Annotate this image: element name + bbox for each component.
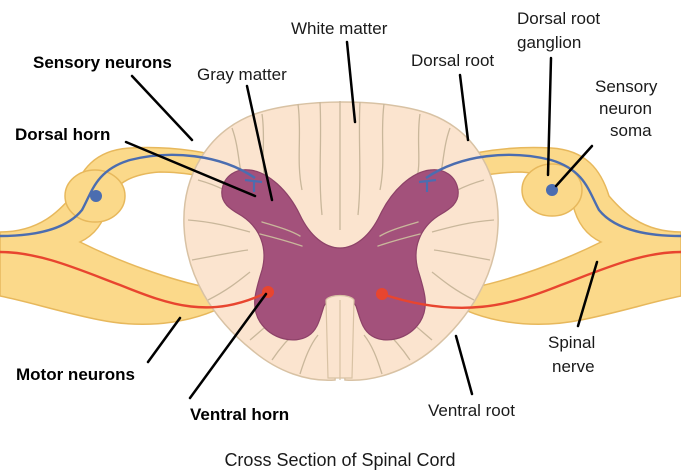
leader-dorsal-horn <box>124 140 257 198</box>
leader-sensory-neurons <box>130 74 194 142</box>
label-dorsal-root-ganglion-2: ganglion <box>517 33 581 52</box>
leader-lines <box>124 40 599 400</box>
leader-spinal-nerve <box>576 260 599 328</box>
figure-caption: Cross Section of Spinal Cord <box>224 450 455 470</box>
leader-white-matter <box>345 40 357 124</box>
label-spinal-nerve-2: nerve <box>552 357 595 376</box>
label-white-matter: White matter <box>291 19 388 38</box>
label-sensory-neuron-soma-3: soma <box>610 121 652 140</box>
label-sensory-neuron-soma-1: Sensory <box>595 77 658 96</box>
gray-matter-folds <box>259 221 421 247</box>
left-sensory-neuron <box>0 153 263 238</box>
right-sensory-neuron <box>418 153 681 238</box>
leader-ventral-root <box>454 334 474 396</box>
label-sensory-neurons: Sensory neurons <box>33 53 172 72</box>
leader-motor-neurons <box>146 316 182 364</box>
gray-matter <box>221 169 459 341</box>
leader-gray-matter <box>245 84 274 202</box>
label-dorsal-root: Dorsal root <box>411 51 494 70</box>
label-ventral-horn: Ventral horn <box>190 405 289 424</box>
leader-dorsal-root-ganglion <box>546 56 553 177</box>
label-spinal-nerve-1: Spinal <box>548 333 595 352</box>
label-gray-matter: Gray matter <box>197 65 287 84</box>
right-motor-neuron <box>376 250 681 310</box>
leader-ventral-horn <box>188 292 268 400</box>
label-motor-neurons: Motor neurons <box>16 365 135 384</box>
label-sensory-neuron-soma-2: neuron <box>599 99 652 118</box>
leader-dorsal-root <box>458 73 470 142</box>
leader-sensory-neuron-soma <box>554 144 594 188</box>
label-dorsal-root-ganglion-1: Dorsal root <box>517 9 600 28</box>
label-ventral-root: Ventral root <box>428 401 515 420</box>
label-dorsal-horn: Dorsal horn <box>15 125 110 144</box>
